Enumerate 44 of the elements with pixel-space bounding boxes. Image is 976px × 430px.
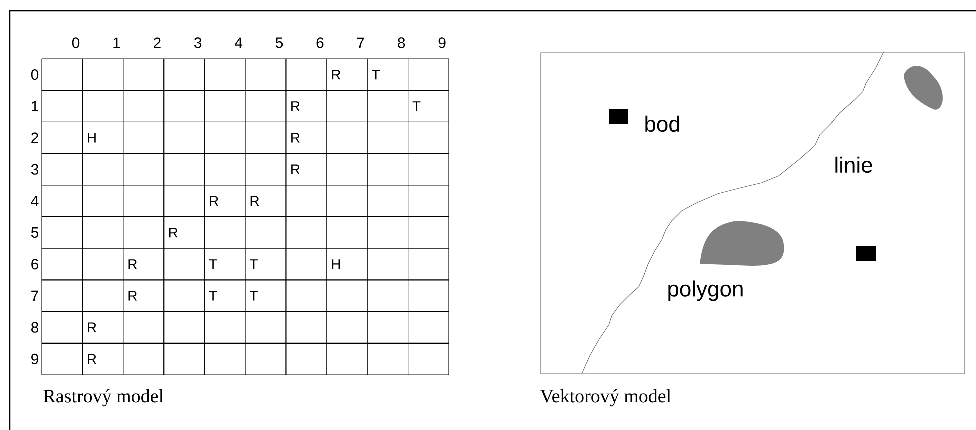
row-number: 3 [31,164,39,175]
feature-label: linie [836,156,872,174]
feature-label: bod [646,116,680,132]
cell-letter: R [88,322,96,332]
row-number: 5 [31,228,39,238]
cell-letter: R [128,291,138,301]
column-number: 5 [276,38,284,48]
column-number: 6 [316,38,324,48]
column-number: 9 [438,38,446,48]
cell-letter: R [292,102,300,112]
row-number: 6 [32,259,39,270]
row-number: 9 [32,354,38,364]
cell-letter: R [210,196,218,206]
column-number: 7 [358,38,364,48]
caption: Rastrový model [44,389,164,407]
row-number: 7 [32,290,38,302]
column-number: 2 [154,38,161,48]
row-number: 4 [31,196,39,206]
cell-letter: R [128,260,138,270]
caption: Vektorový model [540,389,672,407]
cell-letter: T [412,102,421,112]
row-number: 8 [32,322,39,333]
cell-letter: R [292,164,300,174]
cell-letter: R [250,196,260,206]
cell-letter: R [169,228,178,238]
column-number: 8 [398,38,406,48]
column-number: 1 [114,38,120,48]
cell-letter: H [88,133,96,143]
cell-letter: R [88,354,96,364]
cell-letter: H [332,260,340,270]
cell-letter: R [292,133,300,143]
cell-letter: T [250,291,258,301]
column-number: 0 [72,38,80,48]
row-number: 0 [31,69,39,80]
row-number: 1 [32,101,38,112]
cell-letter: T [250,260,258,270]
column-number: 3 [194,38,202,48]
cell-letter: T [372,70,380,80]
feature-label: polygon [668,280,743,302]
cell-letter: T [209,291,218,301]
column-number: 4 [234,38,243,48]
row-number: 2 [32,132,38,144]
cell-letter: R [332,70,341,80]
cell-letter: T [209,260,218,270]
